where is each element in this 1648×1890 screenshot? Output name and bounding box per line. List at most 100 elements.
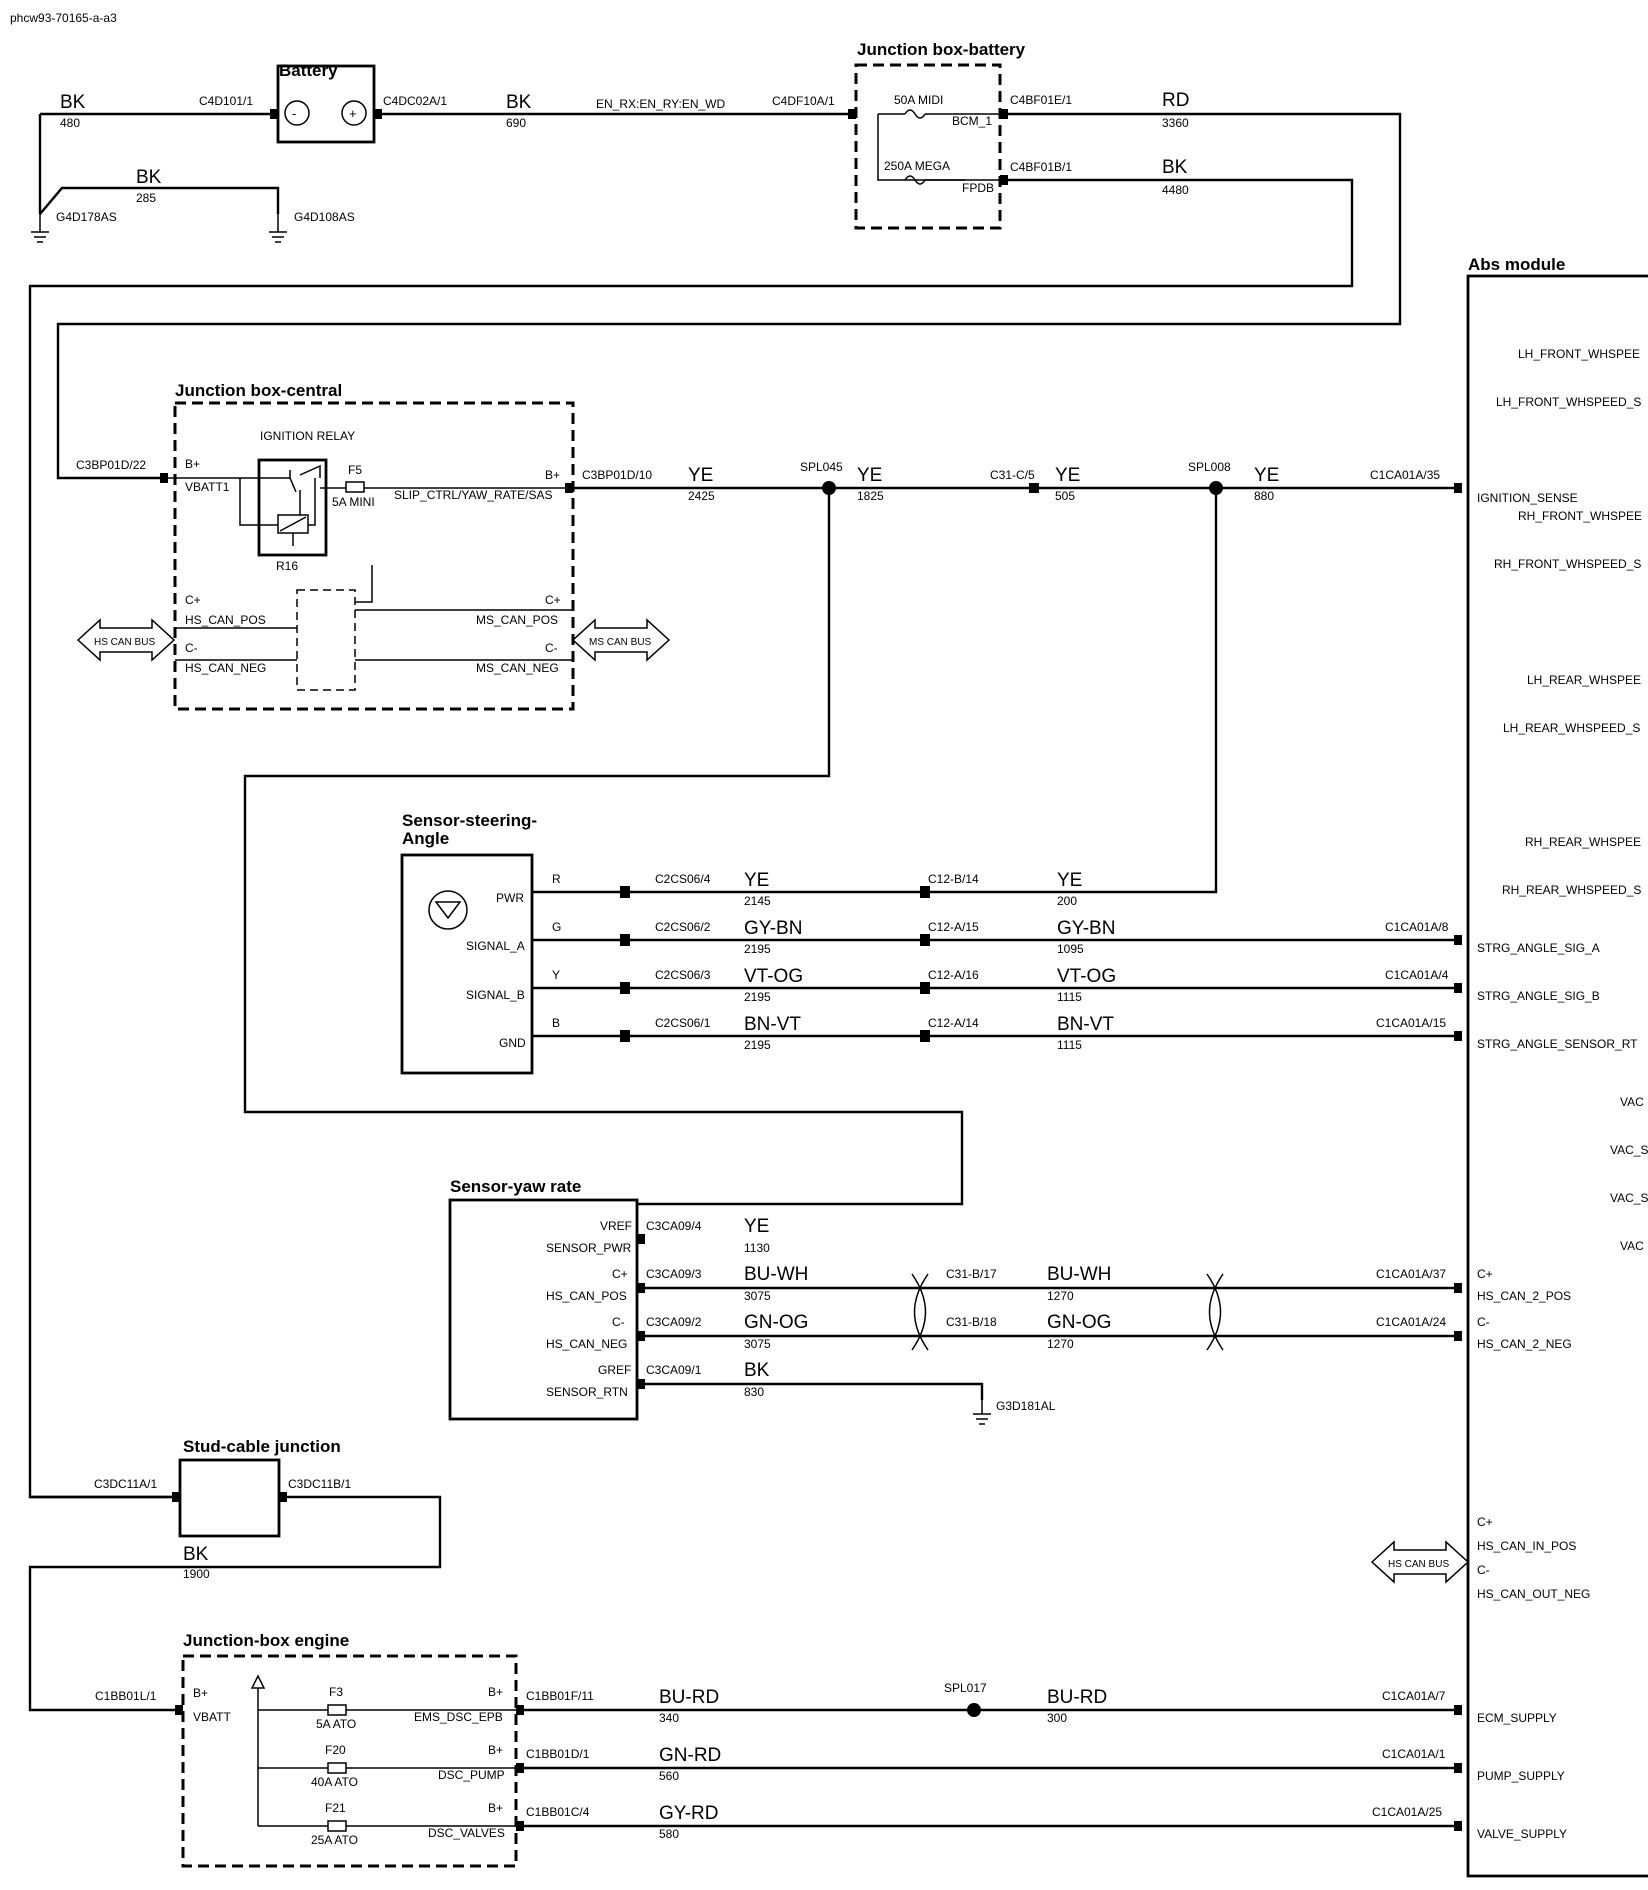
wire-880-num: 880 [1254,489,1274,503]
wire-3075a-color: BU-WH [744,1264,808,1285]
wire-2425-num: 2425 [688,489,715,503]
conn-c1ca01a1: C1CA01A/1 [1382,1747,1446,1761]
wire-560-color: GN-RD [659,1745,721,1766]
battery-neg-label: - [292,106,296,121]
wire-880-color: YE [1254,465,1279,486]
conn-c2cs06-2: C2CS06/2 [655,920,711,934]
abs-title: Abs module [1468,255,1565,274]
yaw-pin-3a: GREF [598,1363,631,1377]
wire-1270b-color: GN-OG [1047,1312,1111,1333]
steering-pin-1: SIGNAL_A [466,939,525,953]
abs-module: Abs module LH_FRONT_WHSPEE LH_FRONT_WHSP… [1466,255,1648,1878]
twisted-pair-icon [911,1273,1224,1351]
wire-690-color: BK [506,92,532,113]
steering-pin-3: GND [499,1036,526,1050]
jb-central-vbatt: VBATT1 [185,480,230,494]
wire-830-color: BK [744,1360,770,1381]
wire-1825-num: 1825 [857,489,884,503]
jb-central-fuse: F5 [348,463,362,477]
junction-box-central: Junction box-central B+ VBATT1 B+ SLIP_C… [160,381,575,711]
wire-3075a-num: 3075 [744,1289,771,1303]
jb-engine-vbatt: VBATT [193,1710,231,1724]
steering-letter-1: G [552,920,561,934]
abs-pin-22: C- [1477,1563,1490,1577]
jb-battery-fuse2-pin: FPDB [962,181,994,195]
wire-1115b-num: 1115 [1057,1038,1082,1052]
wire-340-color: BU-RD [659,1687,719,1708]
abs-pin-11: STRG_ANGLE_SENSOR_RT [1477,1037,1638,1051]
conn-c12b14: C12-B/14 [928,872,979,886]
abs-pin-26: VALVE_SUPPLY [1477,1827,1567,1841]
abs-pin-10: STRG_ANGLE_SIG_B [1477,989,1600,1003]
wire-4480-num: 4480 [1162,183,1189,197]
abs-pin-18: C- [1477,1315,1490,1329]
wire-300-color: BU-RD [1047,1687,1107,1708]
yaw-pin-3b: SENSOR_RTN [546,1385,628,1399]
wire-1095-color: GY-BN [1057,918,1115,939]
jb-engine-title: Junction-box engine [183,1631,349,1650]
jb-engine-fuse-2-out: DSC_VALVES [428,1826,505,1840]
steering-letter-2: Y [552,968,560,982]
conn-c12a14: C12-A/14 [928,1016,979,1030]
conn-c3ca09-3: C3CA09/3 [646,1267,702,1281]
jb-engine-fuse-0-out: EMS_DSC_EPB [414,1710,503,1724]
conn-c2cs06-1: C2CS06/1 [655,1016,711,1030]
ground-g3d181: G3D181AL [996,1399,1056,1413]
conn-c1ca01a8: C1CA01A/8 [1385,920,1449,934]
wire-2195a-num: 2195 [744,942,771,956]
ms-can-bus-label: MS CAN BUS [589,637,652,648]
jb-engine-fuse-0-rating: 5A ATO [316,1717,356,1731]
steering-letter-3: B [552,1016,560,1030]
yaw-title: Sensor-yaw rate [450,1177,581,1196]
conn-c1bb01f: C1BB01F/11 [526,1689,594,1703]
steering-pin-2: SIGNAL_B [466,988,525,1002]
steering-pin-0: PWR [496,891,524,905]
wire-2195c-num: 2195 [744,1038,771,1052]
conn-c1ca01a37: C1CA01A/37 [1376,1267,1446,1281]
sensor-steering-angle: Sensor-steering- Angle PWR SIGNAL_A SIGN… [400,811,561,1075]
wire-2145-num: 2145 [744,894,771,908]
abs-pin-4: RH_FRONT_WHSPEED_S [1494,557,1641,571]
ground-icon [31,214,49,243]
wire-505-num: 505 [1055,489,1075,503]
wire-690-num: 690 [506,116,526,130]
abs-pin-3: RH_FRONT_WHSPEE [1518,509,1642,523]
steering-wheel-icon [428,890,468,930]
abs-pin-1: LH_FRONT_WHSPEED_S [1496,395,1641,409]
wire-830-num: 830 [744,1385,764,1399]
ground-icon [973,1400,991,1425]
abs-pin-9: STRG_ANGLE_SIG_A [1477,941,1600,955]
hs-can-bus-label: HS CAN BUS [94,637,155,648]
wire-3360-color: RD [1162,90,1189,111]
jb-central-bplus-in: B+ [185,457,200,471]
jb-engine-fuse-1-out: DSC_PUMP [438,1768,505,1782]
wire-1115a-color: VT-OG [1057,966,1116,987]
conn-c31b17: C31-B/17 [946,1267,997,1281]
abs-pin-14: VAC_S [1610,1191,1648,1205]
yaw-pin-0b: SENSOR_PWR [546,1241,632,1255]
splice-spl008: SPL008 [1188,460,1231,474]
figure-id: phcw93-70165-a-a3 [10,11,117,25]
wire-1130-num: 1130 [744,1241,770,1255]
abs-pin-6: LH_REAR_WHSPEED_S [1503,721,1640,735]
jb-central-c-plus-r: C+ [545,593,561,607]
ground-icon [269,214,287,243]
stud-title: Stud-cable junction [183,1437,341,1456]
jb-central-ms-pos: MS_CAN_POS [476,613,558,627]
splice-spl017: SPL017 [944,1681,987,1695]
wire-3360-num: 3360 [1162,116,1189,130]
conn-c31b18: C31-B/18 [946,1315,997,1329]
conn-c31c5: C31-C/5 [990,468,1035,482]
wire-1270a-color: BU-WH [1047,1264,1111,1285]
yaw-pin-2a: C- [612,1315,625,1329]
wire-1270a-num: 1270 [1047,1289,1074,1303]
conn-c3dc11a: C3DC11A/1 [94,1477,157,1491]
yaw-pin-1a: C+ [612,1267,628,1281]
wire-1825-color: YE [857,465,882,486]
wire-1900-num: 1900 [183,1567,210,1581]
jb-central-c-minus-l: C- [185,641,198,655]
hs-can-bus-arrow: HS CAN BUS [76,618,176,662]
abs-pin-23: HS_CAN_OUT_NEG [1477,1587,1590,1601]
junction-box-engine: Junction-box engine B+ VBATT F3 5A ATO B… [181,1631,518,1868]
conn-c1ca01a7: C1CA01A/7 [1382,1689,1446,1703]
